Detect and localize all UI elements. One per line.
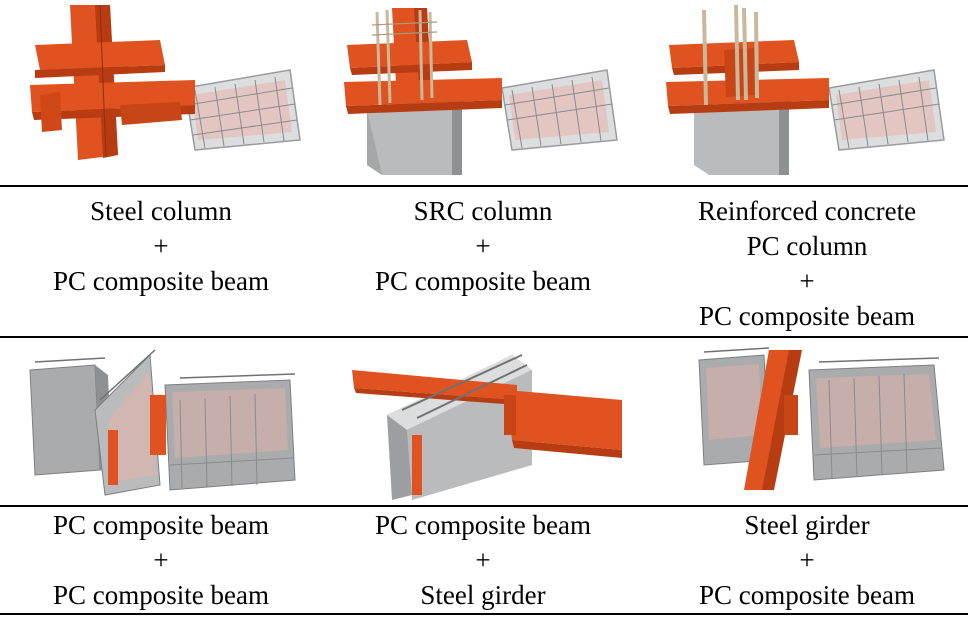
caption-line: PC composite beam: [53, 266, 269, 296]
caption-rc-pc-column-pc-beam: Reinforced concrete PC column + PC compo…: [646, 194, 968, 334]
caption-steel-girder-pc-beam: Steel girder + PC composite beam: [646, 508, 968, 613]
caption-line: PC composite beam: [699, 301, 915, 331]
caption-line: PC composite beam: [53, 580, 269, 610]
caption-line: +: [799, 266, 815, 296]
figure-steel-column-pc-beam: [0, 0, 322, 175]
caption-line: +: [475, 231, 491, 261]
table-rule-lower: [0, 505, 968, 507]
caption-line: PC composite beam: [375, 510, 591, 540]
caption-line: Steel column: [90, 196, 232, 226]
caption-line: +: [475, 545, 491, 575]
caption-line: +: [153, 545, 169, 575]
caption-line: PC composite beam: [375, 266, 591, 296]
caption-pc-beam-steel-girder: PC composite beam + Steel girder: [322, 508, 644, 613]
caption-line: +: [153, 231, 169, 261]
caption-line: SRC column: [413, 196, 553, 226]
table-rule-middle: [0, 336, 968, 338]
caption-line: Steel girder: [420, 580, 546, 610]
figure-pc-beam-pc-beam: [0, 340, 322, 500]
figure-pc-beam-steel-girder: [322, 340, 644, 500]
caption-line: PC composite beam: [53, 510, 269, 540]
table-rule-bottom: [0, 613, 968, 615]
caption-src-column-pc-beam: SRC column + PC composite beam: [322, 194, 644, 299]
caption-steel-column-pc-beam: Steel column + PC composite beam: [0, 194, 322, 299]
caption-line: +: [799, 545, 815, 575]
table-rule-top: [0, 185, 968, 187]
caption-line: Reinforced concrete: [697, 196, 917, 226]
caption-line: PC composite beam: [699, 580, 915, 610]
figure-steel-girder-pc-beam: [644, 340, 966, 500]
figure-src-column-pc-beam: [322, 0, 644, 175]
caption-pc-beam-pc-beam: PC composite beam + PC composite beam: [0, 508, 322, 613]
caption-line: PC column: [746, 231, 868, 261]
figure-rc-pc-column-pc-beam: [644, 0, 966, 175]
caption-line: Steel girder: [744, 510, 870, 540]
